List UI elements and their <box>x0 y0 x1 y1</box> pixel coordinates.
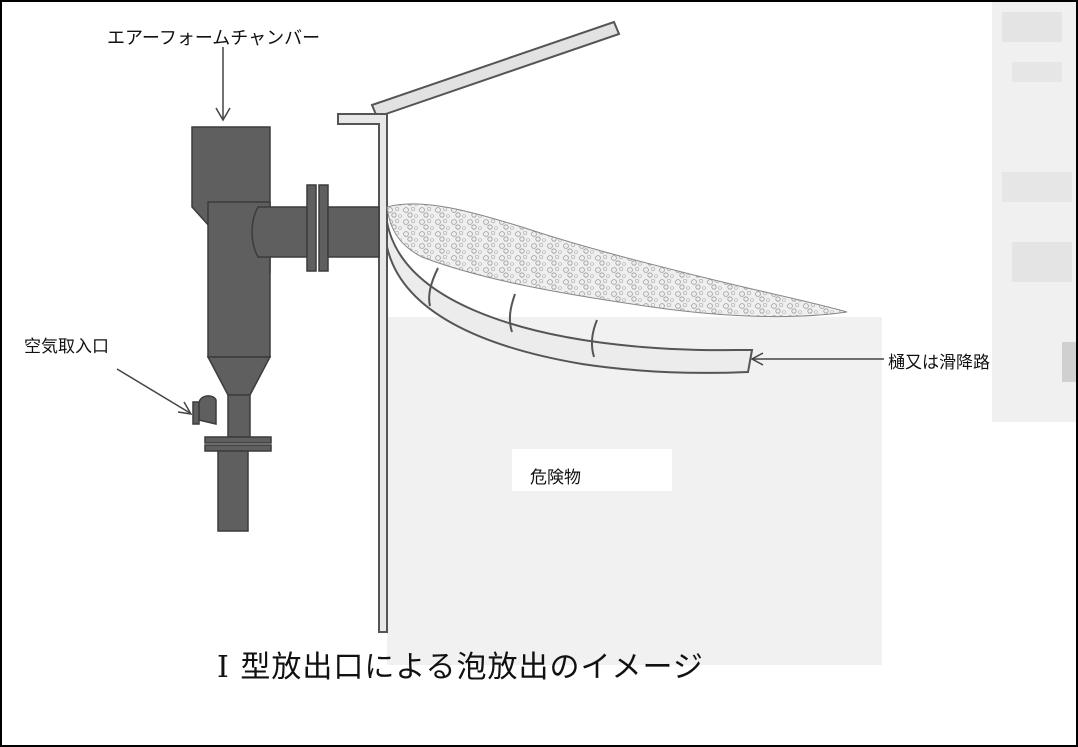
foam-layer <box>386 203 848 318</box>
chute-segment-lines <box>428 267 598 358</box>
hazardous-material-label: 危険物 <box>530 468 581 488</box>
arrow-chute <box>750 352 884 366</box>
background-smudges <box>992 2 1076 422</box>
caption-band <box>2 665 882 745</box>
tank-wall <box>337 113 388 633</box>
diagram-caption: I 型放出口による泡放出のイメージ <box>217 650 704 685</box>
air-intake-label: 空気取入口 <box>24 337 109 357</box>
foam-chute <box>386 221 754 374</box>
foam-chamber <box>191 126 380 532</box>
arrow-chamber <box>215 47 231 122</box>
arrow-air-intake <box>116 368 193 415</box>
hazard-label-backdrop <box>512 449 672 491</box>
air-foam-chamber-label: エアーフォームチャンバー <box>107 28 321 49</box>
chute-label: 樋又は滑降路 <box>888 353 990 373</box>
tank-roof <box>370 20 621 119</box>
